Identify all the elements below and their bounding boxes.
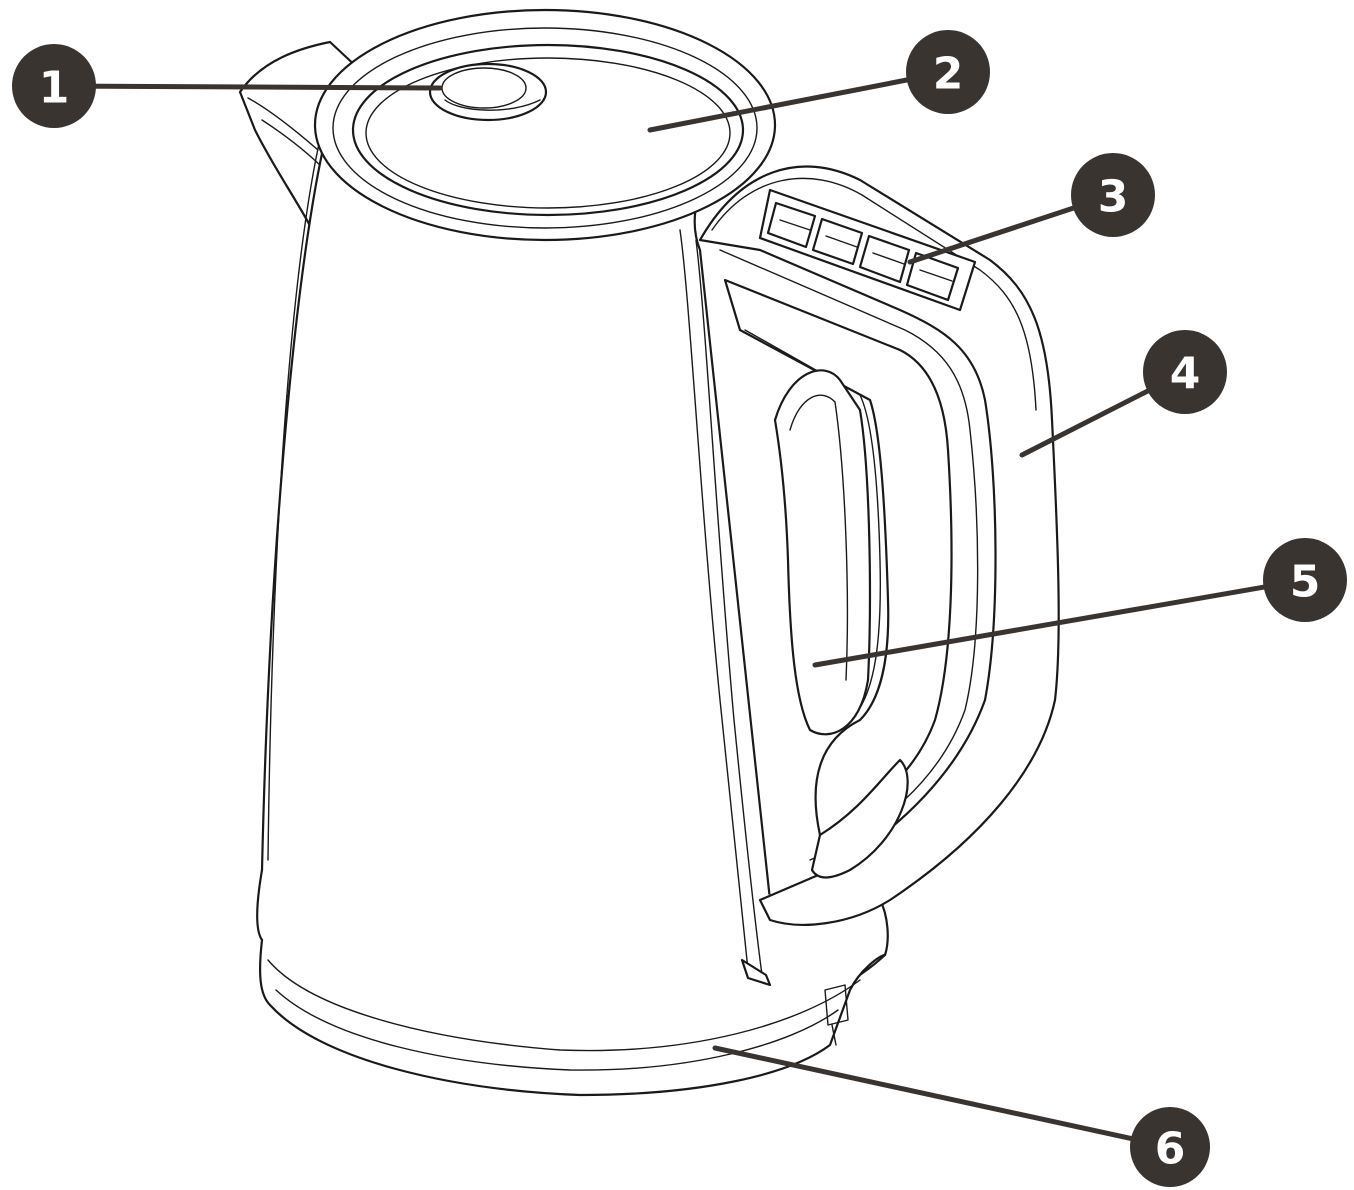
control-switches — [758, 188, 977, 312]
callout-5: 5 — [1263, 538, 1347, 622]
callout-1: 1 — [12, 44, 96, 128]
callout-6-label: 6 — [1155, 1124, 1186, 1175]
leader-line-1 — [51, 83, 443, 91]
callout-6: 6 — [1130, 1107, 1210, 1187]
callout-4-label: 4 — [1170, 349, 1201, 400]
callout-5-label: 5 — [1290, 557, 1321, 608]
callout-3-label: 3 — [1098, 172, 1129, 223]
lid-button — [428, 62, 548, 122]
leader-line-6 — [712, 1045, 1173, 1150]
callout-3: 3 — [1071, 153, 1155, 237]
kettle-handle — [679, 165, 1060, 987]
callout-4: 4 — [1143, 330, 1227, 414]
callout-2: 2 — [906, 30, 990, 114]
callout-1-label: 1 — [39, 63, 70, 114]
leader-line-2 — [647, 69, 951, 133]
leader-lines — [51, 69, 1308, 1150]
kettle-lid — [313, 8, 777, 242]
kettle-body — [238, 40, 889, 1097]
leader-line-5 — [812, 577, 1308, 668]
callout-2-label: 2 — [933, 49, 964, 100]
